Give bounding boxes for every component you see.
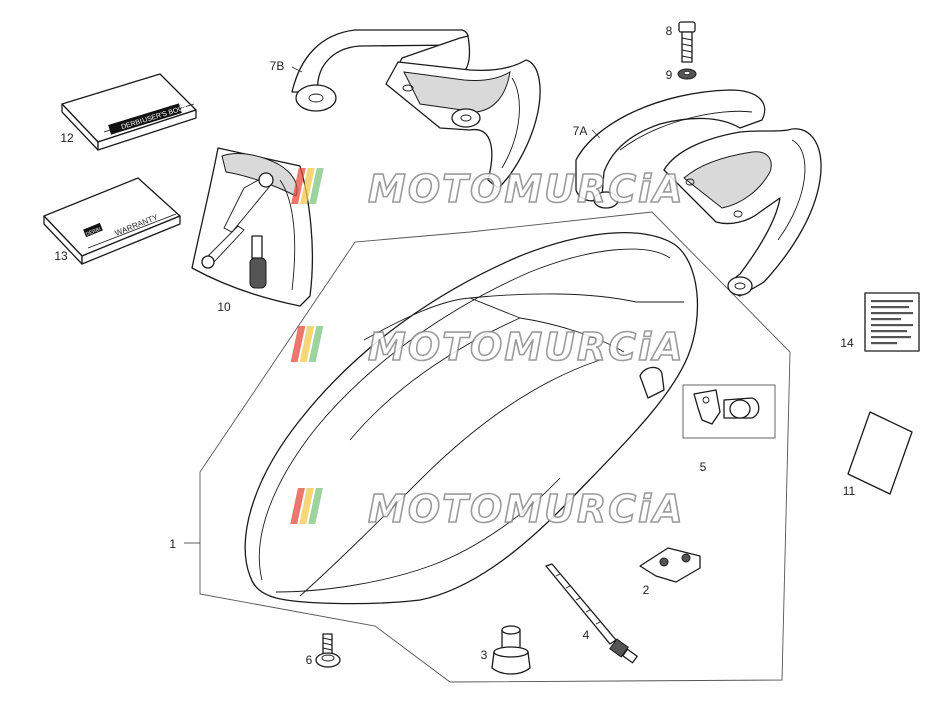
washer-9 bbox=[677, 68, 697, 80]
callout-14: 14 bbox=[840, 336, 854, 350]
callout-11: 11 bbox=[843, 484, 856, 498]
leader-7b bbox=[291, 66, 303, 73]
watermark-text-bottom: MOTOMURCiA bbox=[368, 487, 685, 531]
callout-9: 9 bbox=[666, 68, 673, 82]
watermark-stripe bbox=[290, 326, 306, 362]
callout-2: 2 bbox=[643, 583, 650, 597]
seat-group-frame bbox=[199, 211, 791, 683]
warranty-brand: DERBI bbox=[85, 226, 101, 237]
watermark-stripe bbox=[291, 168, 306, 204]
callout-6: 6 bbox=[306, 653, 313, 667]
watermark-text-top: MOTOMURCiA bbox=[368, 167, 685, 211]
sheet-11 bbox=[847, 411, 913, 495]
seat-1 bbox=[244, 232, 699, 605]
screw-6 bbox=[315, 633, 341, 668]
callout-4: 4 bbox=[583, 628, 590, 642]
callout-5: 5 bbox=[700, 460, 707, 474]
watermark-stripe bbox=[299, 488, 314, 524]
watermark-text-middle: MOTOMURCiA bbox=[368, 325, 685, 369]
callout-10: 10 bbox=[217, 300, 231, 314]
grab-handle-7a bbox=[575, 89, 822, 297]
watermark-bottom: MOTOMURCiA bbox=[290, 486, 685, 532]
latch-set-5 bbox=[682, 384, 776, 439]
callout-7b: 7B bbox=[270, 59, 285, 73]
watermark-stripe bbox=[308, 488, 323, 524]
watermark-stripe bbox=[309, 168, 324, 204]
callout-7a: 7A bbox=[573, 124, 588, 138]
callout-12: 12 bbox=[60, 131, 74, 145]
watermark-middle: MOTOMURCiA bbox=[290, 324, 685, 370]
watermark-stripe bbox=[299, 326, 315, 362]
callout-1: 1 bbox=[169, 537, 176, 551]
watermark-top: MOTOMURCiA bbox=[291, 166, 685, 212]
callout-3: 3 bbox=[481, 648, 488, 662]
grab-handle-7b bbox=[291, 29, 541, 189]
buffer-3 bbox=[491, 625, 531, 675]
cable-tie-4 bbox=[545, 563, 638, 664]
watermark-stripe bbox=[290, 488, 305, 524]
warranty-booklet-13: DERBI WARRANTY bbox=[43, 177, 181, 265]
watermark-stripe bbox=[308, 326, 324, 362]
bolt-8 bbox=[678, 21, 696, 63]
leader-7a bbox=[591, 129, 601, 139]
watermark-stripe bbox=[300, 168, 315, 204]
tool-kit-10 bbox=[191, 147, 314, 307]
callout-8: 8 bbox=[666, 24, 673, 38]
callout-13: 13 bbox=[54, 249, 68, 263]
users-book-12: DERBI USER'S BOOK bbox=[61, 73, 197, 151]
label-14 bbox=[864, 292, 920, 352]
bracket-2 bbox=[639, 547, 701, 583]
